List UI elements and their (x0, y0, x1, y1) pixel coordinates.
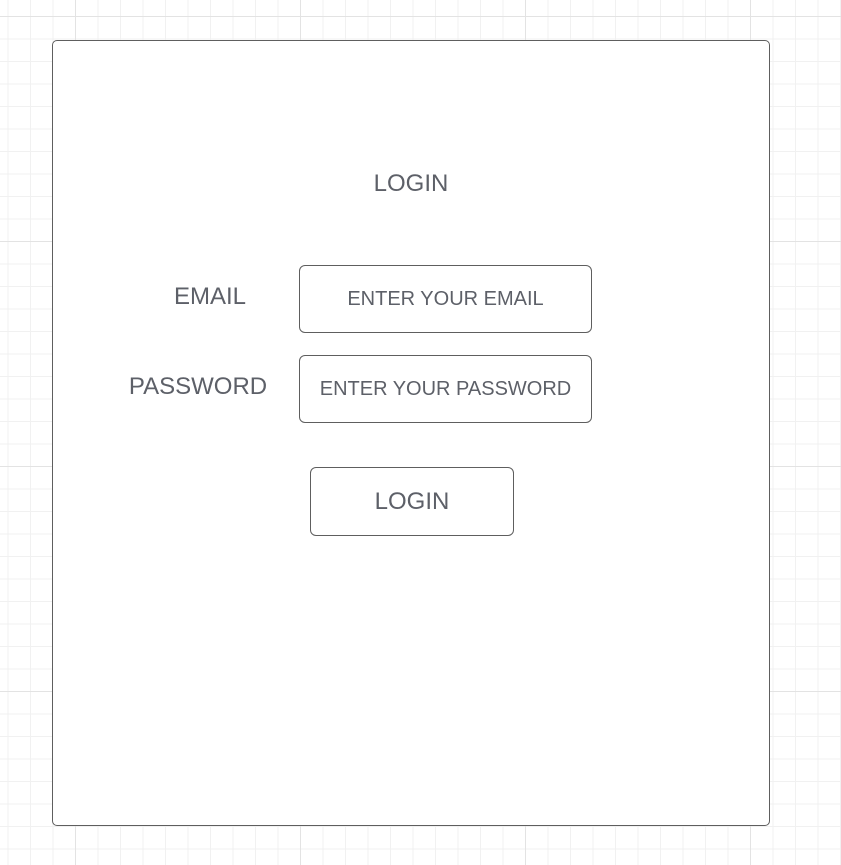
password-label: PASSWORD (128, 373, 268, 400)
login-card (52, 40, 770, 826)
password-field[interactable]: ENTER YOUR PASSWORD (299, 355, 592, 423)
login-button-label: LOGIN (374, 487, 450, 515)
login-title: LOGIN (373, 170, 449, 197)
email-field[interactable]: ENTER YOUR EMAIL (299, 265, 592, 333)
email-placeholder: ENTER YOUR EMAIL (347, 287, 544, 310)
email-label: EMAIL (173, 283, 247, 310)
password-placeholder: ENTER YOUR PASSWORD (319, 377, 572, 400)
login-button[interactable]: LOGIN (310, 467, 514, 536)
